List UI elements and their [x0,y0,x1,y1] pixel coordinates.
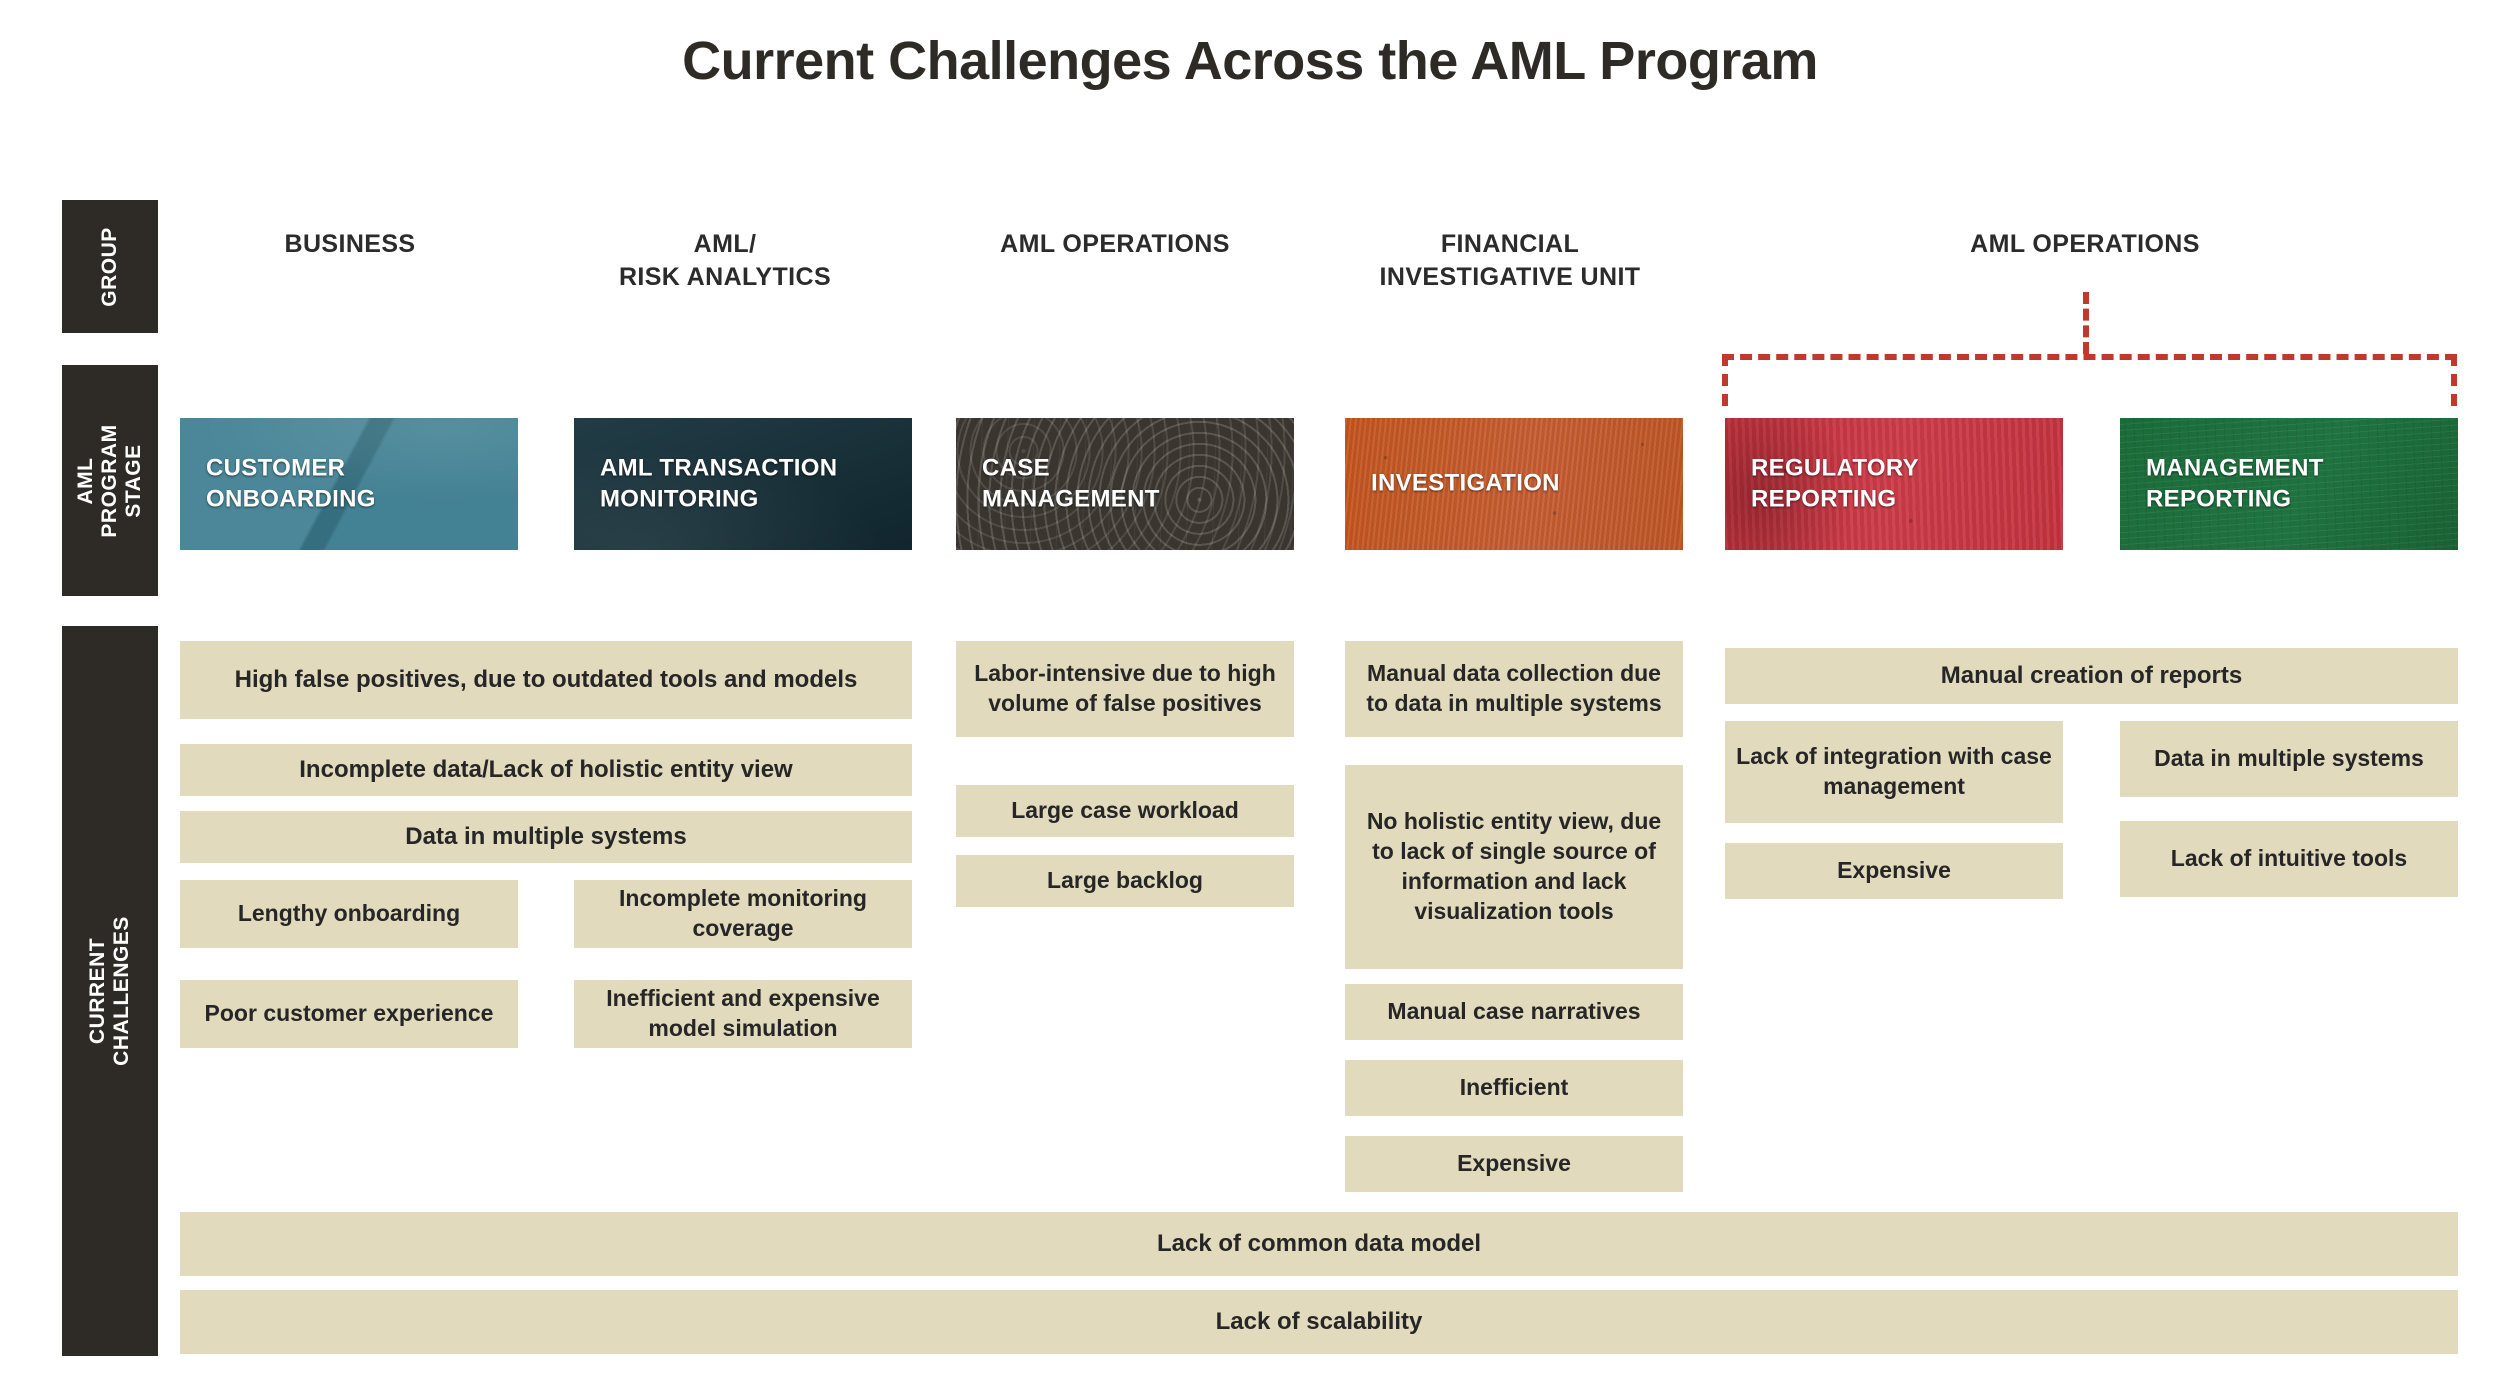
challenge-box[interactable]: Lack of intuitive tools [2120,821,2458,897]
stage-texture [1345,418,1683,550]
stage-texture [1725,418,2063,550]
stage-management-reporting[interactable]: MANAGEMENT REPORTING [2120,418,2458,550]
challenge-box[interactable]: Manual case narratives [1345,984,1683,1040]
stage-aml-transaction-monitoring-label: AML TRANSACTION MONITORING [600,454,838,512]
stage-investigation-label: INVESTIGATION [1371,469,1560,497]
challenge-box[interactable]: Incomplete data/Lack of holistic entity … [180,744,912,796]
stage-texture [956,418,1294,550]
stage-case-management[interactable]: CASE MANAGEMENT [956,418,1294,550]
rail-current-challenges: CURRENT CHALLENGES [62,626,158,1356]
challenge-box[interactable]: Inefficient and expensive model simulati… [574,980,912,1048]
challenge-box[interactable]: Expensive [1725,843,2063,899]
challenge-box[interactable]: Inefficient [1345,1060,1683,1116]
challenge-box[interactable]: Manual creation of reports [1725,648,2458,704]
challenge-box[interactable]: Expensive [1345,1136,1683,1192]
stage-investigation[interactable]: INVESTIGATION [1345,418,1683,550]
stage-case-management-label: CASE MANAGEMENT [982,454,1160,512]
stage-regulatory-reporting[interactable]: REGULATORY REPORTING [1725,418,2063,550]
stage-customer-onboarding[interactable]: CUSTOMER ONBOARDING [180,418,518,550]
page-title: Current Challenges Across the AML Progra… [682,31,1818,91]
stage-texture [2120,418,2458,550]
stage-regulatory-reporting-label: REGULATORY REPORTING [1751,454,1919,512]
rail-current-challenges-label: CURRENT CHALLENGES [85,916,133,1066]
challenge-box[interactable]: Large case workload [956,785,1294,837]
group-header-business: BUSINESS [284,230,416,258]
challenge-box[interactable]: Large backlog [956,855,1294,907]
challenge-box[interactable]: High false positives, due to outdated to… [180,641,912,719]
stage-texture [180,418,518,550]
bracket-left-drop [1722,354,1728,406]
bracket-stem [2083,292,2089,354]
group-header-aml-operations: AML OPERATIONS [1000,230,1230,258]
challenge-box[interactable]: No holistic entity view, due to lack of … [1345,765,1683,969]
stage-texture [574,418,912,550]
group-header-financial-investigative-unit: FINANCIAL INVESTIGATIVE UNIT [1379,230,1641,291]
rail-group: GROUP [62,200,158,333]
rail-aml-program-stage-label: AML PROGRAM STAGE [73,423,146,538]
challenge-box[interactable]: Data in multiple systems [2120,721,2458,797]
challenge-box[interactable]: Labor-intensive due to high volume of fa… [956,641,1294,737]
challenge-box[interactable]: Lack of scalability [180,1290,2458,1354]
stage-management-reporting-label: MANAGEMENT REPORTING [2146,454,2324,512]
bracket-right-drop [2451,354,2457,406]
challenge-box[interactable]: Data in multiple systems [180,811,912,863]
challenge-box[interactable]: Manual data collection due to data in mu… [1345,641,1683,737]
challenge-box[interactable]: Incomplete monitoring coverage [574,880,912,948]
rail-aml-program-stage: AML PROGRAM STAGE [62,365,158,596]
challenge-box[interactable]: Lack of common data model [180,1212,2458,1276]
challenge-box[interactable]: Lack of integration with case management [1725,721,2063,823]
stage-customer-onboarding-label: CUSTOMER ONBOARDING [206,454,376,512]
challenge-box[interactable]: Poor customer experience [180,980,518,1048]
stage-aml-transaction-monitoring[interactable]: AML TRANSACTION MONITORING [574,418,912,550]
group-header-aml-risk-analytics: AML/ RISK ANALYTICS [618,230,832,291]
group-header-aml-operations-reporting: AML OPERATIONS [1970,230,2200,258]
rail-group-label: GROUP [97,226,121,307]
bracket-span [1722,354,2457,360]
challenge-box[interactable]: Lengthy onboarding [180,880,518,948]
